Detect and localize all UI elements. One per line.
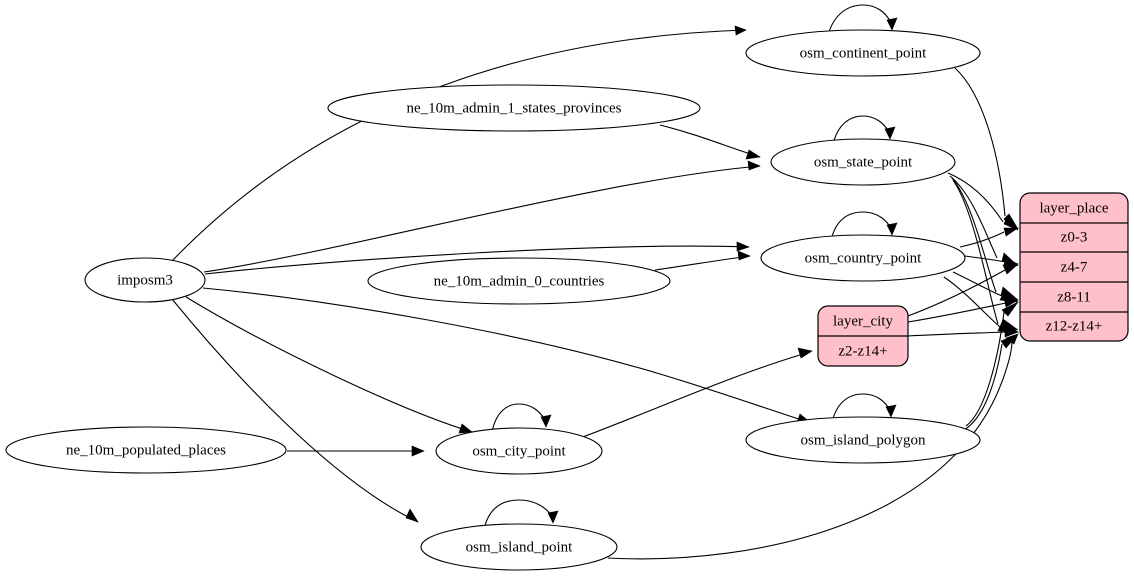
edge-layer	[171, 4, 1020, 560]
edge-self-loop-osm-state-point	[832, 115, 896, 145]
edge-osm-city-point-layer-city-z2-z14	[579, 347, 813, 439]
edge-self-loop-osm-island-point	[483, 499, 559, 530]
node-osm-island-polygon[interactable]: osm_island_polygon	[745, 416, 981, 464]
edge-self-loop-osm-island-polygon	[831, 393, 897, 423]
edge-self-loop-osm-city-point	[491, 403, 552, 433]
record-node-layer-place[interactable]: layer_place z0-3 z4-7 z8-11 z12-z14+	[1019, 192, 1129, 342]
edge-ne-countries-osm-country-point	[654, 250, 751, 271]
edge-self-loop-osm-continent-point	[827, 4, 898, 36]
edge-osm-country-point-layer-place-z0-3	[959, 227, 1019, 248]
edge-imposm3-osm-island-point	[171, 298, 419, 523]
node-osm-continent-point[interactable]: osm_continent_point	[745, 29, 981, 77]
edge-osm-island-polygon-layer-place-z12-z14	[963, 333, 1019, 431]
edge-layer-city-layer-place-z12-z14	[907, 327, 1019, 338]
edge-layer-city-layer-place-z8-11	[907, 297, 1019, 323]
edge-layer-city-layer-place-z4-7	[907, 263, 1019, 317]
node-ne-10m-admin-1-states-provinces[interactable]: ne_10m_admin_1_states_provinces	[327, 84, 701, 132]
node-osm-island-point[interactable]: osm_island_point	[420, 523, 618, 571]
edge-osm-island-polygon-layer-place-z8-11	[965, 301, 1019, 427]
edge-imposm3-osm-continent-point	[171, 25, 747, 262]
edge-osm-state-point-layer-place-z0-3	[947, 172, 1019, 231]
edge-imposm3-osm-state-point	[203, 160, 761, 273]
node-layer: imposm3 ne_10m_populated_places ne_10m_a…	[5, 29, 981, 571]
node-ne-10m-admin-0-countries[interactable]: ne_10m_admin_0_countries	[367, 257, 671, 305]
edge-imposm3-osm-country-point	[204, 241, 750, 275]
node-ne-10m-populated-places[interactable]: ne_10m_populated_places	[5, 426, 287, 474]
edge-imposm3-osm-island-polygon	[202, 287, 812, 424]
edge-self-loop-osm-country-point	[830, 211, 898, 241]
node-osm-city-point[interactable]: osm_city_point	[435, 427, 603, 475]
edge-osm-island-point-layer-place-z12-z14	[607, 333, 1019, 560]
edge-ne-populated-osm-city-point	[287, 445, 425, 457]
node-imposm3[interactable]: imposm3	[84, 257, 206, 303]
edge-osm-continent-point-layer-place-z0-3	[954, 67, 1019, 230]
record-node-layer-city[interactable]: layer_city z2-z14+	[817, 305, 909, 367]
node-osm-state-point[interactable]: osm_state_point	[770, 138, 956, 186]
edge-ne-states-osm-state-point	[659, 124, 761, 160]
node-osm-country-point[interactable]: osm_country_point	[760, 234, 966, 282]
edge-imposm3-osm-city-point	[185, 296, 473, 434]
edge-osm-country-point-layer-place-z12-z14	[943, 276, 1020, 333]
